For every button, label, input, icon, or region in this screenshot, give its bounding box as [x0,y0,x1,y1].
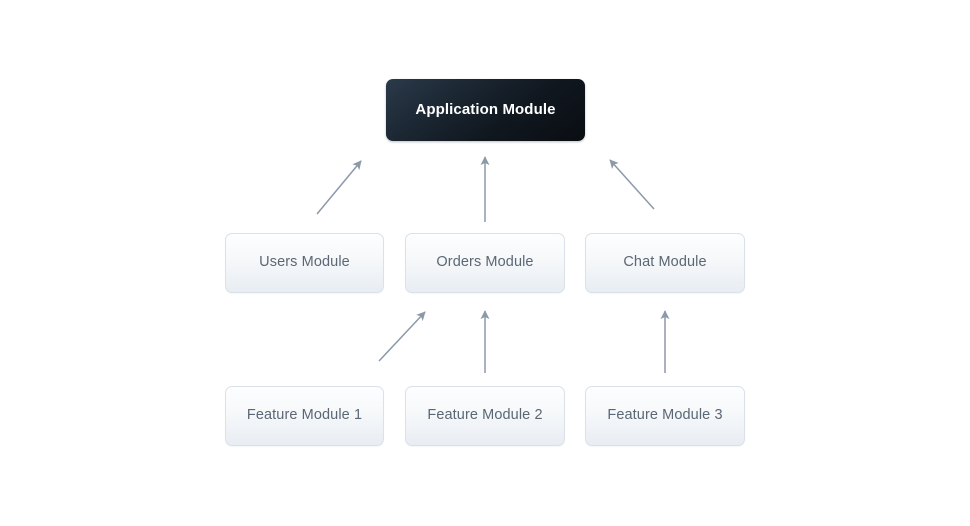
arrow-feature1-to-orders [378,311,426,362]
node-chat-module[interactable]: Chat Module [585,233,745,293]
node-label-chat-module: Chat Module [623,254,707,271]
node-feature-module-1[interactable]: Feature Module 1 [225,386,384,446]
node-label-feature-module-1: Feature Module 1 [246,407,363,424]
node-feature-module-3[interactable]: Feature Module 3 [585,386,745,446]
node-label-application-module: Application Module [415,100,556,118]
arrow-users-to-application [316,160,362,215]
node-label-feature-module-2: Feature Module 2 [427,407,543,424]
node-label-users-module: Users Module [259,254,350,271]
node-label-feature-module-3: Feature Module 3 [607,407,723,424]
arrow-chat-to-application [609,159,655,210]
node-users-module[interactable]: Users Module [225,233,384,293]
node-label-orders-module: Orders Module [436,254,534,271]
node-orders-module[interactable]: Orders Module [405,233,565,293]
node-feature-module-2[interactable]: Feature Module 2 [405,386,565,446]
node-application-module[interactable]: Application Module [386,79,585,141]
